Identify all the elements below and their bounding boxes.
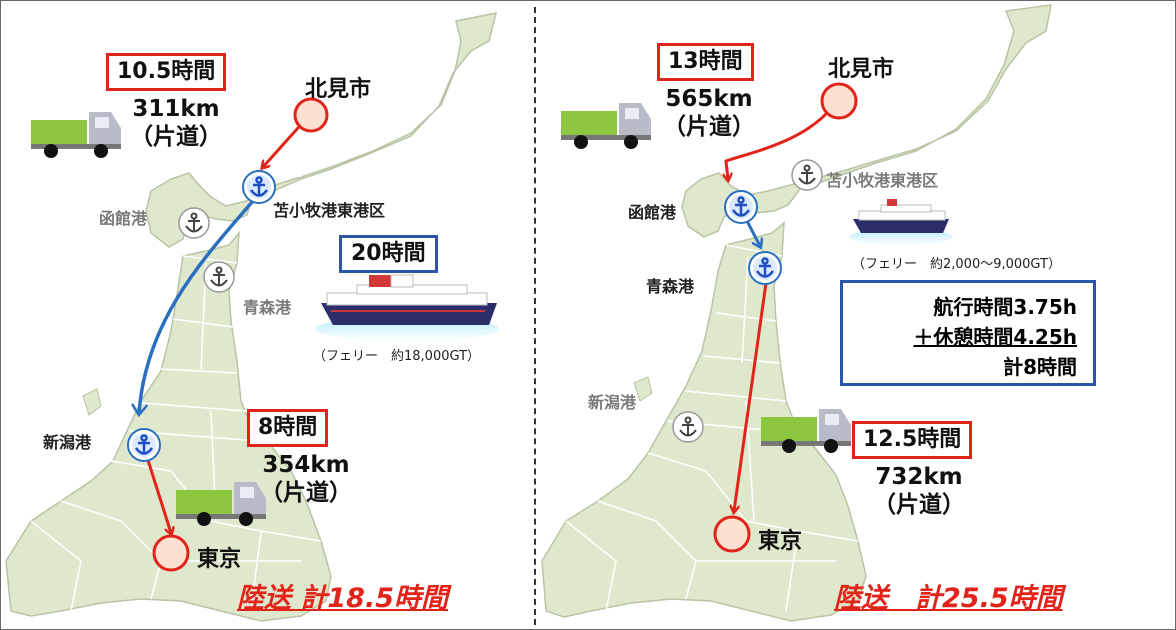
leg1-distance-value: 565km <box>665 86 753 112</box>
sailing-time-box: 航行時間3.75h ＋休憩時間4.25h 計8時間 <box>840 280 1096 386</box>
left-panel-tomakomai-niigata-route: 10.5時間 311km （片道） 北見市 苫小牧港東港区 函館港 青森港 20… <box>1 1 534 629</box>
truck-icon <box>561 103 651 149</box>
truck-icon <box>176 482 266 526</box>
ferry-time-label: 20時間 <box>339 235 438 273</box>
niigata-anchor-icon <box>127 428 161 462</box>
aomori-port-label: 青森港 <box>646 277 695 296</box>
kitami-city-label: 北見市 <box>305 77 372 102</box>
right-total-time: 陸送 計25.5時間 <box>834 583 1063 614</box>
rest-time-line: ＋休憩時間4.25h <box>913 325 1077 349</box>
ferry-size-note: （フェリー 約2,000～9,000GT） <box>852 257 1061 272</box>
niigata-port-label: 新潟港 <box>588 393 637 412</box>
truck-route-aomori-tokyo <box>734 282 768 511</box>
leg2-distance-label: 732km （片道） <box>854 463 984 519</box>
leg2-time-label: 12.5時間 <box>852 421 973 459</box>
ferry-total-line: 計8時間 <box>1003 355 1077 379</box>
leg2-distance-value: 354km <box>262 452 350 478</box>
large-ferry-image <box>315 274 499 341</box>
aomori-port-label: 青森港 <box>243 298 292 317</box>
tomakomai-port-label: 苫小牧港東港区 <box>273 201 386 220</box>
kitami-city-label: 北見市 <box>828 57 895 82</box>
ferry-route-tomakomai-niigata <box>139 199 255 413</box>
right-map <box>541 4 1052 622</box>
truck-icon <box>31 112 121 158</box>
leg2-distance-value: 732km <box>875 464 963 490</box>
leg2-distance-label: 354km （片道） <box>241 451 371 507</box>
small-ferry-image <box>849 199 953 245</box>
niigata-anchor-icon <box>672 411 704 443</box>
tomakomai-anchor-icon <box>791 159 823 191</box>
left-map <box>5 12 499 622</box>
tokyo-city-marker <box>713 515 751 553</box>
leg1-distance-note: （片道） <box>663 114 755 140</box>
tomakomai-anchor-icon <box>242 170 276 204</box>
truck-icon <box>761 409 851 453</box>
left-total-time: 陸送 計18.5時間 <box>237 583 449 614</box>
kitami-city-marker <box>820 82 858 120</box>
leg2-time-label: 8時間 <box>247 409 329 447</box>
truck-route-kitami-hakodate <box>726 104 836 179</box>
leg1-time-label: 10.5時間 <box>106 53 227 91</box>
tokyo-city-label: 東京 <box>197 547 242 572</box>
aomori-anchor-icon <box>203 261 235 293</box>
tomakomai-port-label: 苫小牧港東港区 <box>826 171 939 190</box>
ferry-size-note: （フェリー 約18,000GT） <box>313 349 481 364</box>
hakodate-port-label: 函館港 <box>99 209 148 228</box>
hakodate-port-label: 函館港 <box>628 203 677 222</box>
hakodate-anchor-icon <box>178 207 210 239</box>
ferry-route-hakodate-aomori <box>744 218 760 246</box>
leg1-distance-value: 311km <box>132 96 220 122</box>
hakodate-anchor-icon <box>724 190 758 224</box>
tokyo-city-marker <box>152 534 190 572</box>
aomori-anchor-icon <box>748 251 782 285</box>
tokyo-city-label: 東京 <box>758 529 803 554</box>
leg1-time-label: 13時間 <box>657 43 754 81</box>
leg2-distance-note: （片道） <box>260 480 352 506</box>
sailing-time-line: 航行時間3.75h <box>933 295 1077 319</box>
panel-divider <box>534 7 536 625</box>
niigata-port-label: 新潟港 <box>43 433 92 452</box>
kitami-city-marker <box>293 97 329 133</box>
leg1-distance-label: 565km （片道） <box>654 85 764 141</box>
truck-route-niigata-tokyo <box>145 456 171 533</box>
leg2-distance-note: （片道） <box>873 492 965 518</box>
hokkaido-landmass <box>681 4 1052 238</box>
leg1-distance-note: （片道） <box>130 124 222 150</box>
honshu-landmass <box>541 221 867 622</box>
leg1-distance-label: 311km （片道） <box>111 95 241 151</box>
right-panel-hakodate-aomori-route: 13時間 565km （片道） 北見市 苫小牧港東港区 函館港 青森港 （フェリ… <box>536 1 1175 629</box>
